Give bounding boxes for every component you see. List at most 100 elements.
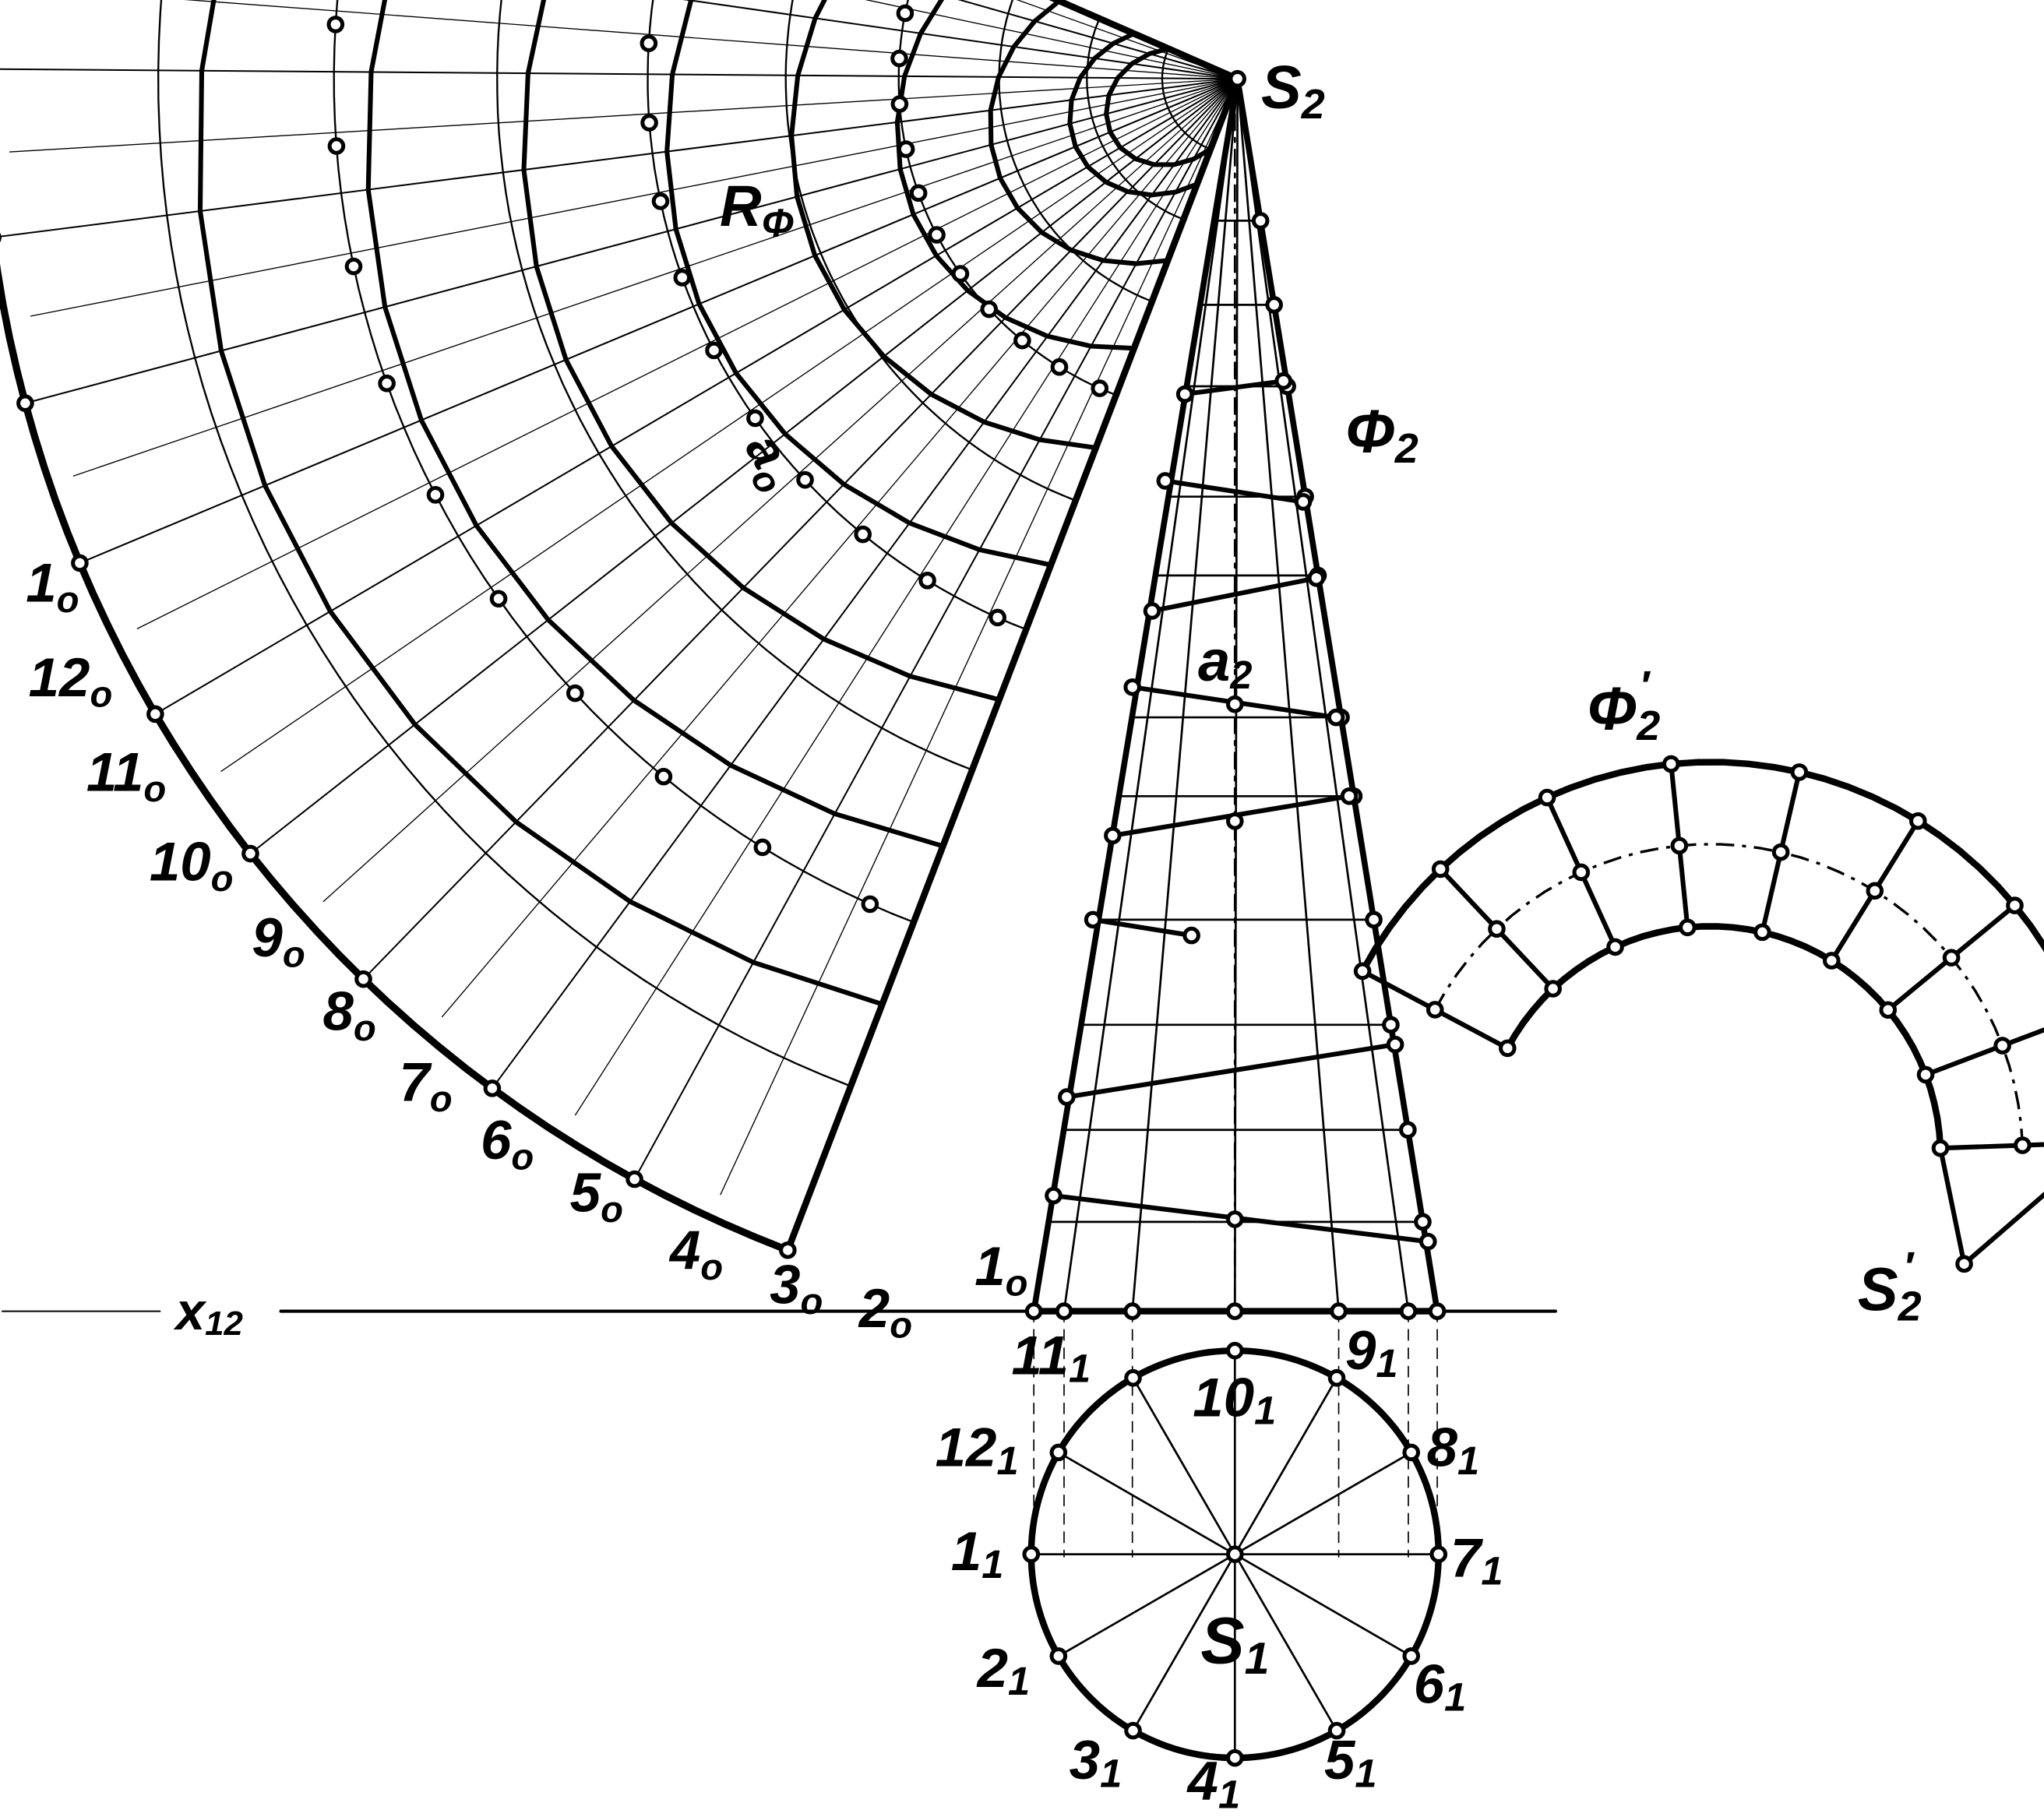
development-arc [333,0,915,924]
development-arc [647,0,1027,631]
plan-point-label: 111 [1012,1326,1091,1391]
development-label: RΦ [720,174,794,245]
development-fine-generator [136,78,1239,629]
plan-point-label: 71 [1450,1527,1503,1593]
cone-front-point [1143,602,1161,620]
moved-cone-point [1544,980,1562,998]
cone-front-section-point [1414,1213,1432,1231]
development-generator [362,78,1239,981]
cone-front-point [1327,708,1345,727]
plan-point-label: 61 [1414,1653,1467,1719]
development-arc [496,0,973,771]
cone-front-generator [1236,77,1340,1312]
development-heavy-curve [664,0,1052,568]
development-arc [157,0,851,1087]
moved-cone-point [1499,1039,1517,1058]
cone-front-point [1182,926,1200,945]
development-heavy-curve [988,0,1168,266]
cone-front-point [1058,1088,1076,1106]
moved-cone-point [1431,860,1450,879]
line-front-label: a2 [1198,629,1252,697]
moved-cone-point [1916,1065,1935,1084]
development-point-label: 12o [29,647,113,715]
plan-point [1402,1647,1421,1665]
development-inner-point [344,257,363,276]
development-arc [1086,18,1184,220]
moved-cone-point [2006,896,2024,914]
cone-front-point [1418,1232,1437,1251]
development-inner-point [909,184,928,202]
cone-base-point [1123,1302,1142,1320]
cone-front-heavy-line [1182,379,1286,397]
development-heavy-curve [894,0,1135,351]
apex-plan-point [1225,1545,1244,1563]
development-heavy-curve [1067,31,1198,198]
cone-front-generator [1236,77,1410,1312]
development-inner-point [890,95,909,113]
cone-front-section-point [1251,212,1270,230]
cone-front-generator [1063,77,1239,1312]
cone-front-point [1225,812,1244,830]
line-dev-label: ao [728,424,810,502]
development-inner-point [890,49,908,68]
development-rim-point [483,1079,502,1097]
moved-cone-axis-point [1993,1037,2011,1055]
development-inner-point [326,16,345,33]
apex-moved-label: S2′ [1858,1244,1922,1330]
development-rim-point [71,554,89,572]
moved-cone-point [1790,763,1809,781]
moved-cone-axis-point [2014,1136,2032,1154]
construction-points [0,4,2032,1767]
cone-front-point [1225,695,1244,713]
development-rim-point [354,970,372,988]
plan-point-label: 51 [1324,1730,1377,1795]
plan-point [1225,1748,1244,1767]
development-rim-point [241,844,259,863]
plan-point-label: 121 [936,1417,1019,1483]
moved-cone-axis-point [1488,920,1506,938]
development-generator [1048,0,1241,83]
cone-front-point [1175,385,1194,403]
development-inner-point [651,192,670,210]
development-fine-generator [72,78,1239,477]
development-fine-generator [220,78,1239,773]
moved-cone-tail [1938,1147,1967,1265]
development-fine-generator [574,78,1239,1116]
development-point-label: 1o [974,1236,1027,1304]
development-inner-point [566,684,584,703]
plan-point-label: 21 [976,1638,1031,1703]
cone-front-section-point [1265,296,1283,314]
cone-moved-label: Φ2′ [1587,663,1660,749]
cone-front-point [1386,1035,1404,1054]
development-inner-point [673,269,692,287]
development-inner-point [951,265,970,283]
moved-cone-point [1823,952,1841,970]
development-inner-point [1091,379,1109,397]
plan-point-label: 101 [1193,1368,1276,1433]
development-point-label: 9o [252,907,305,975]
cone-front-section-point [1365,910,1383,929]
plan-point-label: 91 [1345,1320,1398,1386]
development-point-label: 1o [26,553,79,621]
development-heavy-curve [789,0,1097,450]
cone-front-generator [1233,77,1239,1312]
cone-front-generator [1236,77,1439,1312]
moved-cone-axis-point [1572,863,1591,882]
development-inner-point [654,767,673,786]
moved-cone-axis-point [1670,836,1689,855]
development-fine-generator [865,0,1239,79]
development-fine-generator [30,78,1239,317]
moved-cone-point [1908,812,1927,830]
development-rim-point [146,705,164,724]
cone-base-point [1024,1302,1043,1320]
plan-point [1429,1545,1448,1563]
development-inner-point [796,470,814,489]
development-fine-generator [9,78,1239,153]
cone-front-point [1340,787,1359,805]
cone-front-heavy-line [1149,576,1319,614]
development-generator [0,78,1239,238]
development-inner-point [753,838,772,857]
cone-front-point [1307,569,1326,587]
development-inner-point [928,226,946,244]
plan-point [1124,1368,1142,1387]
